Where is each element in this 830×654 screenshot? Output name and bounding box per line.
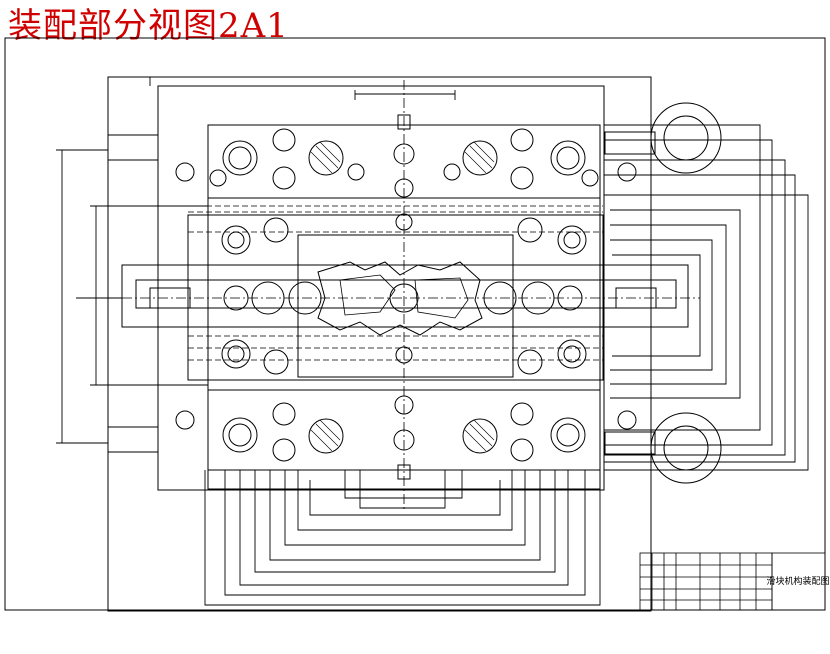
bolt-hole <box>272 438 296 462</box>
slide-roller <box>251 281 285 315</box>
guide-pillar-bottom-left <box>222 417 258 453</box>
left-block-bottom <box>107 426 159 453</box>
lifting-eye-top <box>650 102 722 174</box>
bottom-dimension-lines <box>204 470 601 606</box>
title-block-drawing-name: 滑块机构装配图 <box>766 575 829 587</box>
guide-bushing <box>221 339 251 369</box>
center-insert <box>389 283 419 313</box>
a-plate <box>187 214 604 381</box>
ejector-pin <box>395 213 413 231</box>
drawing-title: 装配部分视图2A1 <box>8 6 289 46</box>
lifting-eye-bottom <box>650 412 722 484</box>
screw-head <box>397 114 411 130</box>
screw <box>209 169 227 187</box>
slide-pin <box>223 285 249 311</box>
support-pillar <box>308 140 344 176</box>
guide-pillar-top-left <box>222 140 258 176</box>
slide-roller <box>288 281 322 315</box>
slide-bolt-right <box>615 287 657 309</box>
guide-bushing-inner <box>563 345 581 363</box>
bolt-hole <box>510 402 534 426</box>
guide-pillar-bottom-right <box>550 417 586 453</box>
hatch <box>464 419 495 452</box>
support-pillar <box>462 140 498 176</box>
bolt-hole <box>272 166 296 190</box>
mold-envelope <box>107 76 652 612</box>
return-pin <box>517 217 543 243</box>
bolt-hole <box>272 402 296 426</box>
top-dimension-lines <box>108 76 651 100</box>
return-pin <box>263 349 289 375</box>
slide-roller <box>521 281 555 315</box>
screw-head <box>397 464 411 480</box>
left-block-top <box>107 134 159 161</box>
bolt-hole <box>510 128 534 152</box>
locating-pin <box>175 410 195 430</box>
support-pillar <box>308 418 344 454</box>
ejector-pin <box>443 163 461 181</box>
hatch <box>310 419 341 452</box>
right-block-top <box>604 131 656 155</box>
part-detail <box>339 274 469 319</box>
bolt-hole <box>510 438 534 462</box>
left-dimension-lines <box>56 149 208 444</box>
guide-bushing-inner <box>227 345 245 363</box>
bolt-hole <box>272 128 296 152</box>
hatch <box>310 141 341 174</box>
screw <box>581 169 599 187</box>
title-block <box>639 552 826 611</box>
slide-roller <box>483 281 517 315</box>
slide-rail <box>135 279 677 309</box>
slide-bolt-left <box>149 287 191 309</box>
bolt-hole <box>510 166 534 190</box>
locating-pin <box>617 162 637 182</box>
ejector-pin <box>395 346 413 364</box>
right-dimension-lines <box>604 124 809 471</box>
locating-pin <box>175 162 195 182</box>
cavity-insert <box>297 234 514 378</box>
guide-bushing <box>557 339 587 369</box>
slide-pin <box>557 285 583 311</box>
return-pin <box>517 349 543 375</box>
mold-base-outline <box>157 85 605 491</box>
ejector-pin <box>393 143 415 165</box>
sprue-bushing <box>394 178 414 198</box>
right-block-bottom <box>604 431 656 455</box>
guide-bushing-inner <box>227 231 245 249</box>
ejector-pin <box>347 163 365 181</box>
support-pillar <box>462 418 498 454</box>
guide-bushing <box>557 225 587 255</box>
guide-pillar-top-right <box>550 140 586 176</box>
drawing-frame <box>4 37 826 611</box>
return-pin <box>263 217 289 243</box>
hidden-lines <box>188 205 603 361</box>
guide-bushing <box>221 225 251 255</box>
ejector-pin <box>394 395 414 415</box>
molded-part-profile <box>317 261 483 336</box>
hatch <box>464 141 495 174</box>
guide-bushing-inner <box>563 231 581 249</box>
locating-pin <box>617 410 637 430</box>
ejector-pin <box>393 429 415 451</box>
